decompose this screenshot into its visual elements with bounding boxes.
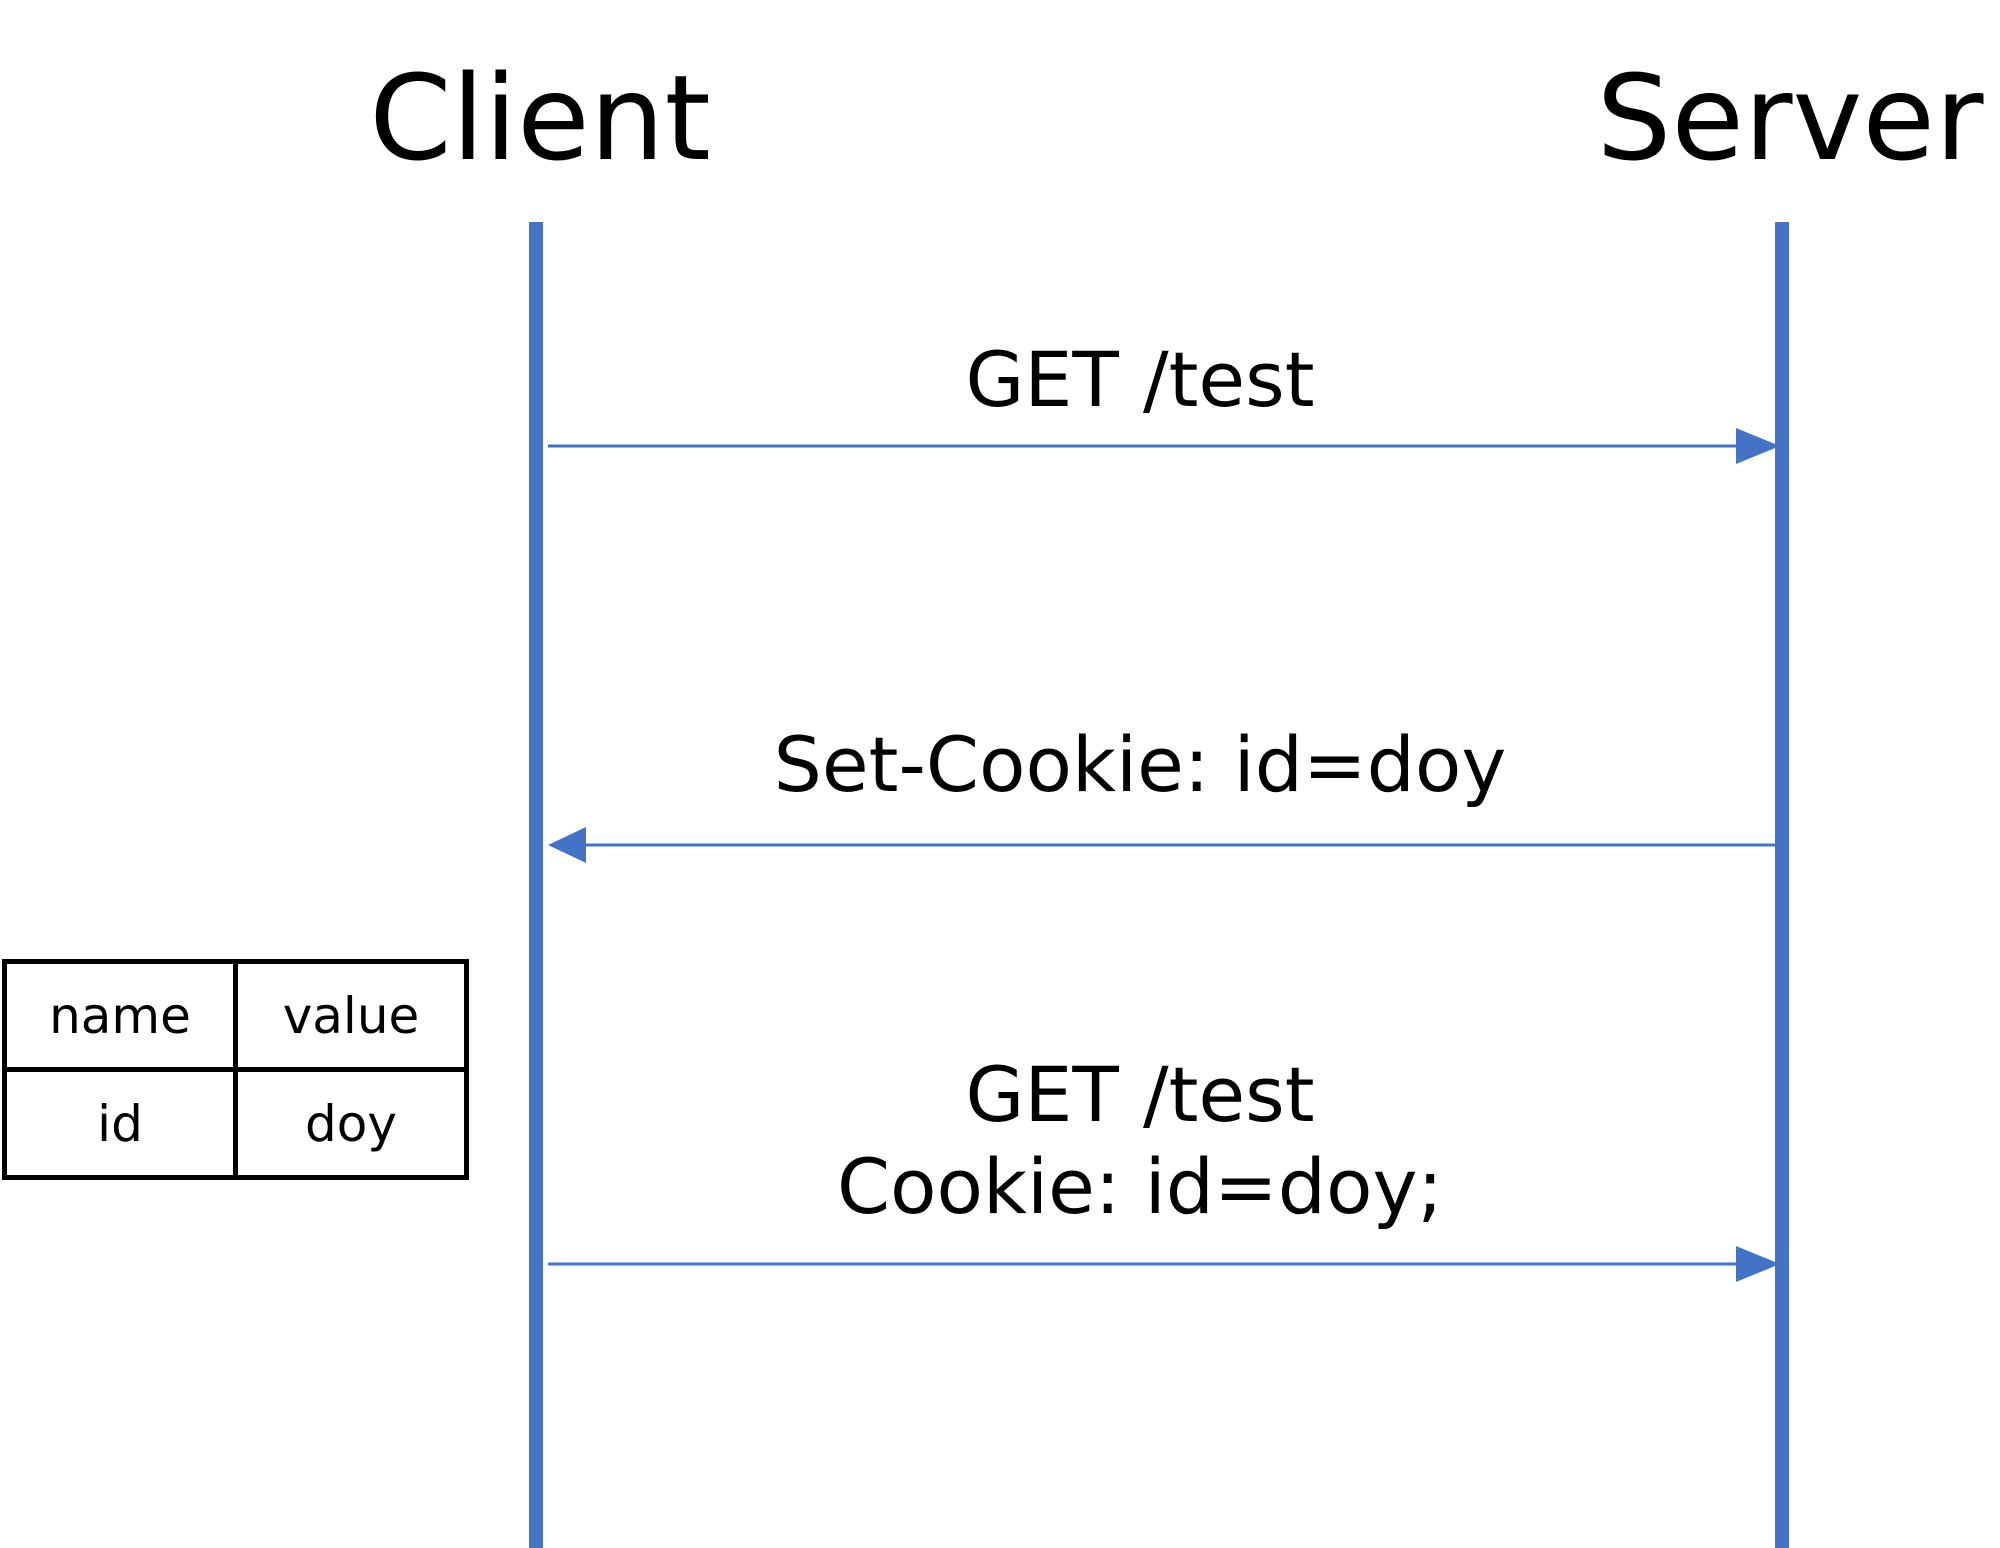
- message-arrow-set-cookie: [548, 827, 1775, 863]
- cookie-store-table: name value id doy: [2, 959, 469, 1180]
- actor-client-label: Client: [369, 49, 711, 187]
- message-arrow-get-with-cookie: [548, 1246, 1780, 1282]
- server-lifeline: [1775, 222, 1789, 1548]
- cookie-table-cell-name: id: [2, 1067, 238, 1180]
- message-label-get-test-2: GET /test: [965, 1050, 1315, 1139]
- cookie-table-row: id doy: [2, 1067, 469, 1180]
- cookie-table-header-name: name: [2, 959, 238, 1072]
- message-arrow-get-test: [548, 428, 1780, 464]
- cookie-table-header-row: name value: [2, 959, 469, 1072]
- cookie-table-header-value: value: [233, 959, 469, 1072]
- message-label-get-test: GET /test: [965, 335, 1315, 424]
- actor-server-label: Server: [1596, 49, 1984, 187]
- client-lifeline: [529, 222, 543, 1548]
- cookie-table-cell-value: doy: [233, 1067, 469, 1180]
- message-label-set-cookie: Set-Cookie: id=doy: [773, 720, 1507, 809]
- message-label-cookie-header: Cookie: id=doy;: [836, 1142, 1444, 1231]
